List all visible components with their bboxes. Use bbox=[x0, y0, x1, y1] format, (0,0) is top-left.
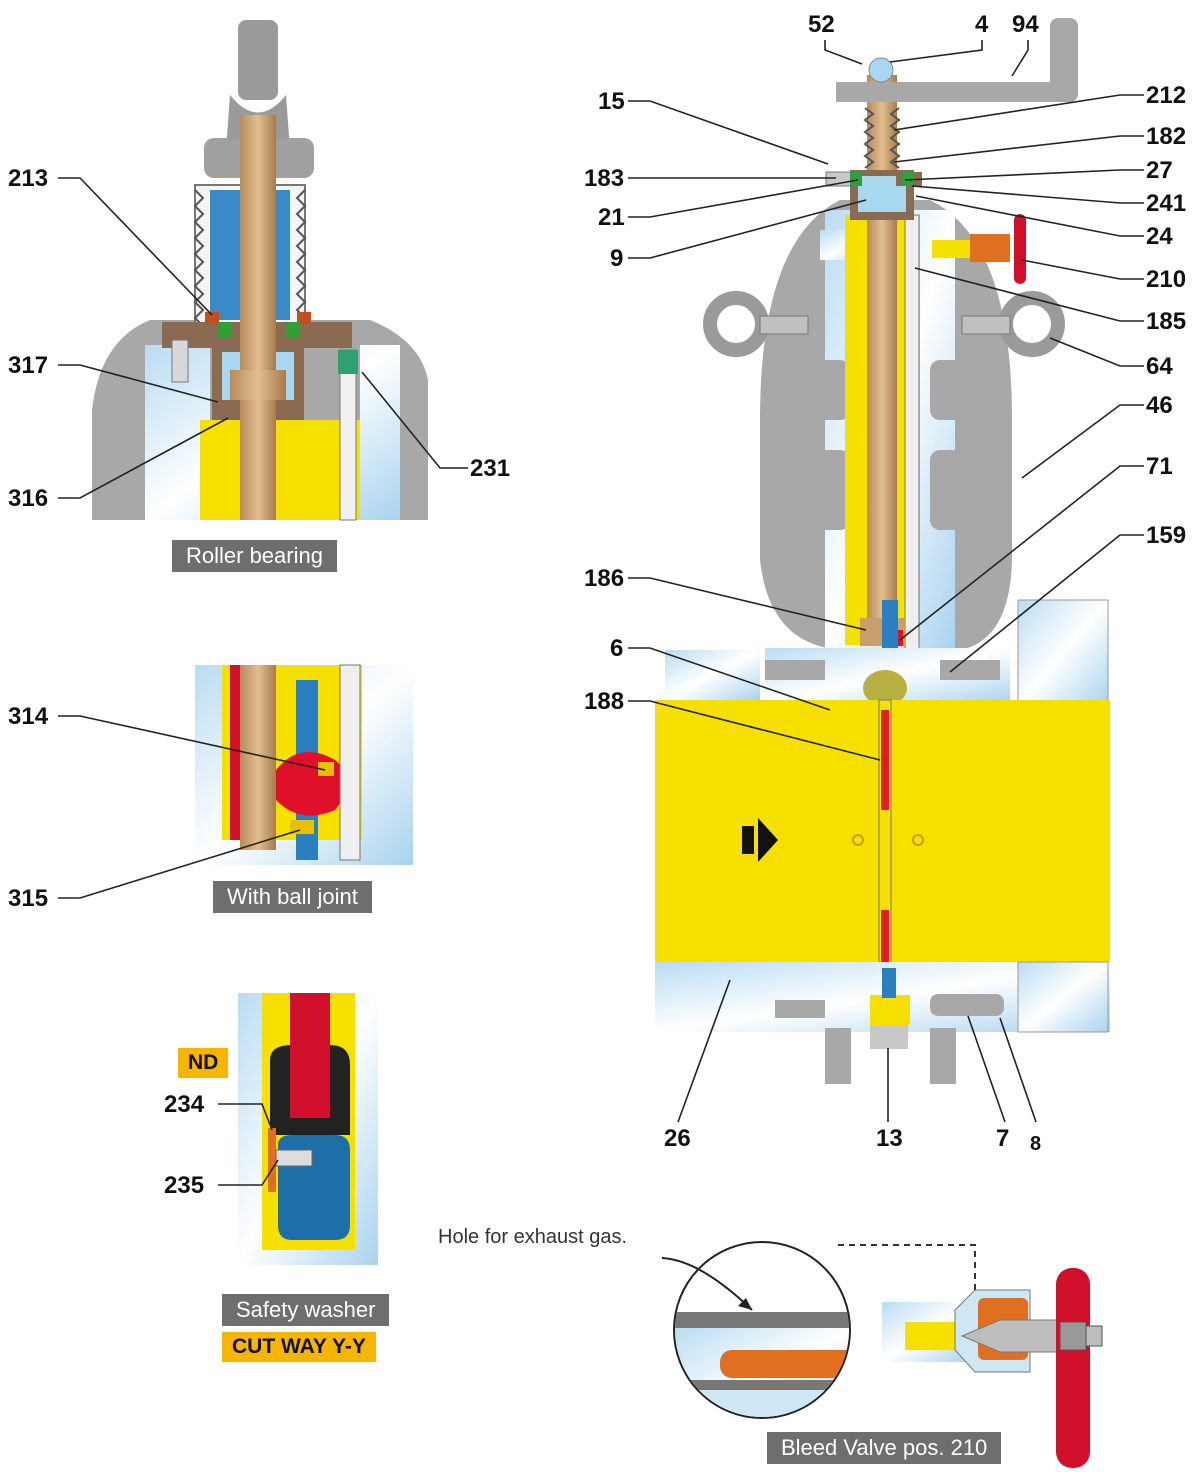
callout-186: 186 bbox=[584, 565, 624, 592]
bleed-valve-detail bbox=[661, 1241, 1103, 1468]
callout-64: 64 bbox=[1146, 353, 1173, 380]
callout-21: 21 bbox=[598, 204, 625, 231]
tag-cut-way: CUT WAY Y-Y bbox=[222, 1332, 376, 1362]
caption-ball-joint: With ball joint bbox=[213, 881, 372, 913]
callout-185: 185 bbox=[1146, 308, 1186, 335]
callout-27: 27 bbox=[1146, 157, 1173, 184]
callout-316: 316 bbox=[8, 485, 48, 512]
callout-210: 210 bbox=[1146, 266, 1186, 293]
callout-213: 213 bbox=[8, 165, 48, 192]
caption-bleed-valve: Bleed Valve pos. 210 bbox=[767, 1432, 1002, 1464]
callout-8: 8 bbox=[1030, 1133, 1041, 1155]
callout-46: 46 bbox=[1146, 392, 1173, 419]
leader-lines bbox=[58, 40, 1144, 1186]
callout-314: 314 bbox=[8, 703, 49, 730]
callout-6: 6 bbox=[610, 635, 623, 662]
callout-315: 315 bbox=[8, 885, 48, 912]
tag-nd: ND bbox=[178, 1048, 229, 1078]
callout-52: 52 bbox=[808, 11, 835, 38]
callout-182: 182 bbox=[1146, 123, 1186, 150]
callout-24: 24 bbox=[1146, 223, 1173, 250]
callout-188: 188 bbox=[584, 688, 624, 715]
roller-bearing-detail bbox=[92, 20, 428, 521]
callout-4: 4 bbox=[975, 11, 989, 38]
callout-26: 26 bbox=[664, 1125, 691, 1152]
note-exhaust-hole: Hole for exhaust gas. bbox=[438, 1226, 627, 1248]
safety-washer-detail bbox=[238, 993, 378, 1265]
caption-safety-washer: Safety washer bbox=[222, 1294, 390, 1326]
callout-15: 15 bbox=[598, 88, 625, 115]
callout-231: 231 bbox=[470, 455, 510, 482]
callout-94: 94 bbox=[1012, 11, 1039, 38]
callout-317: 317 bbox=[8, 352, 48, 379]
callout-241: 241 bbox=[1146, 190, 1186, 217]
callout-234: 234 bbox=[164, 1091, 205, 1118]
main-valve bbox=[655, 18, 1110, 1084]
callout-7: 7 bbox=[996, 1125, 1009, 1152]
callout-13: 13 bbox=[876, 1125, 903, 1152]
callout-159: 159 bbox=[1146, 522, 1186, 549]
callout-9: 9 bbox=[610, 245, 623, 272]
callout-212: 212 bbox=[1146, 82, 1186, 109]
callout-71: 71 bbox=[1146, 453, 1173, 480]
caption-roller-bearing: Roller bearing bbox=[172, 540, 337, 572]
callout-numbers: 213 317 316 231 314 315 234 235 52 4 94 … bbox=[8, 11, 1186, 1199]
callout-235: 235 bbox=[164, 1172, 204, 1199]
callout-183: 183 bbox=[584, 165, 624, 192]
